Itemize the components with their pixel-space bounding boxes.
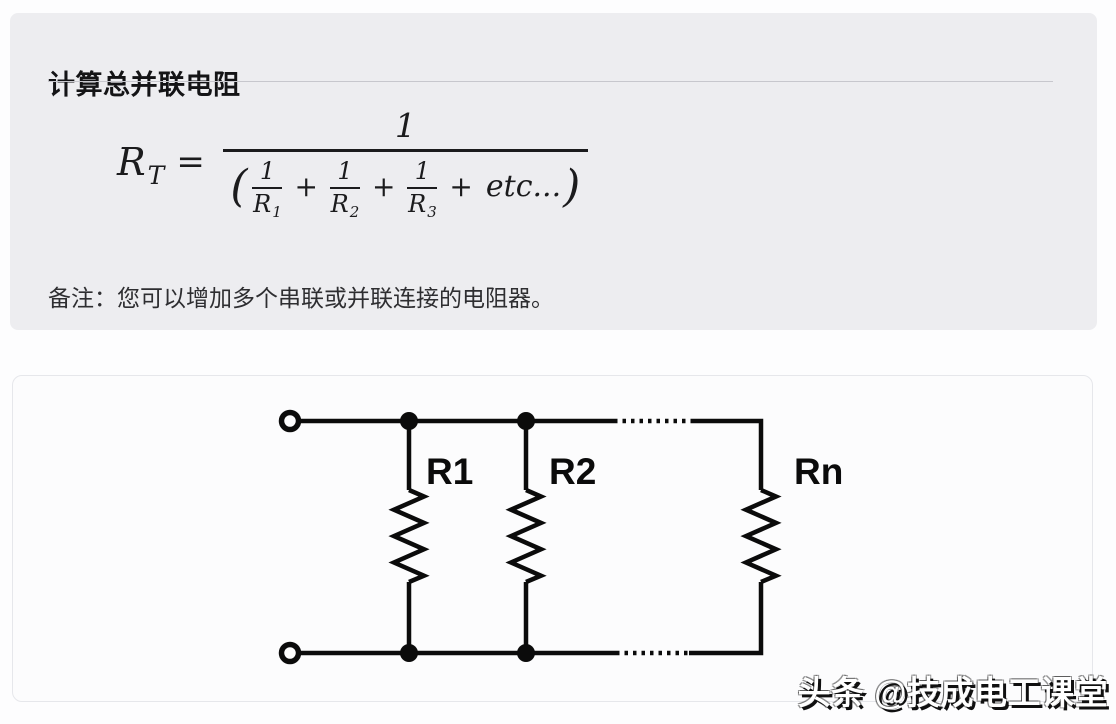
- term-2-subscript: 2: [349, 202, 360, 221]
- plus-sign: +: [294, 170, 318, 203]
- junction-dot-bottom-r2: [517, 644, 535, 662]
- fraction-numerator: 1: [394, 106, 416, 145]
- resistor-label-rn: Rn: [794, 451, 843, 492]
- bottom-wire-solid-right: [689, 582, 764, 656]
- terminal-bottom-icon: [278, 641, 302, 665]
- close-paren: ): [563, 161, 581, 213]
- term-3-numerator: 1: [414, 156, 431, 185]
- term-2-denominator: R2: [330, 189, 360, 220]
- term-3-subscript: 3: [427, 202, 437, 221]
- resistor-label-r1: R1: [426, 451, 473, 492]
- term-3-base: R: [408, 189, 427, 218]
- plus-sign: +: [449, 170, 473, 203]
- plus-sign: +: [371, 170, 396, 203]
- watermark: 头条 @技成电工课堂: [797, 674, 1108, 711]
- junction-dot-bottom-r1: [400, 644, 418, 662]
- parallel-resistance-formula: RT = 1 ( 1 R1 + 1 R2: [117, 106, 588, 220]
- term-2-bar: [329, 186, 360, 189]
- junction-dot-top-r2: [517, 412, 535, 430]
- junction-dot-top-r1: [400, 412, 418, 430]
- term-3-bar: [407, 186, 438, 189]
- term-3-fraction: 1 R3: [407, 156, 438, 220]
- term-3-denominator: R3: [408, 189, 437, 220]
- resistor-label-r2: R2: [549, 451, 596, 492]
- fraction-denominator: ( 1 R1 + 1 R2 + 1: [230, 152, 581, 220]
- term-2-fraction: 1 R2: [329, 156, 360, 220]
- formula-lhs: RT: [117, 140, 164, 188]
- open-paren: (: [230, 161, 248, 213]
- term-1-denominator: R1: [253, 189, 282, 220]
- formula-lhs-subscript: T: [147, 161, 165, 191]
- term-1-bar: [252, 186, 283, 189]
- card-title: 计算总并联电阻: [48, 70, 241, 101]
- title-divider: [48, 81, 1053, 82]
- term-2-base: R: [330, 189, 349, 218]
- fraction-bar: [222, 149, 588, 152]
- term-1-subscript: 1: [272, 202, 282, 221]
- formula-lhs-base: R: [117, 140, 146, 185]
- equals-sign: =: [176, 142, 205, 183]
- circuit-card: R1 R2 Rn: [12, 375, 1093, 702]
- parallel-resistors-circuit-diagram: R1 R2 Rn: [278, 409, 843, 665]
- term-1-numerator: 1: [259, 156, 276, 185]
- r1-resistor-zigzag: [388, 487, 430, 585]
- top-wire-solid-right: [691, 418, 764, 490]
- terminal-top-icon: [278, 409, 302, 433]
- r2-resistor-zigzag: [505, 487, 547, 585]
- term-1-base: R: [253, 189, 272, 218]
- formula-main-fraction: 1 ( 1 R1 + 1 R2 +: [222, 106, 588, 220]
- term-1-fraction: 1 R1: [252, 156, 283, 220]
- formula-note: 备注：您可以增加多个串联或并联连接的电阻器。: [48, 285, 554, 311]
- etc-label: etc...: [485, 169, 562, 204]
- term-2-numerator: 1: [337, 156, 353, 185]
- formula-card: 计算总并联电阻 RT = 1 ( 1 R1 +: [10, 13, 1097, 330]
- rn-resistor-zigzag: [740, 487, 782, 585]
